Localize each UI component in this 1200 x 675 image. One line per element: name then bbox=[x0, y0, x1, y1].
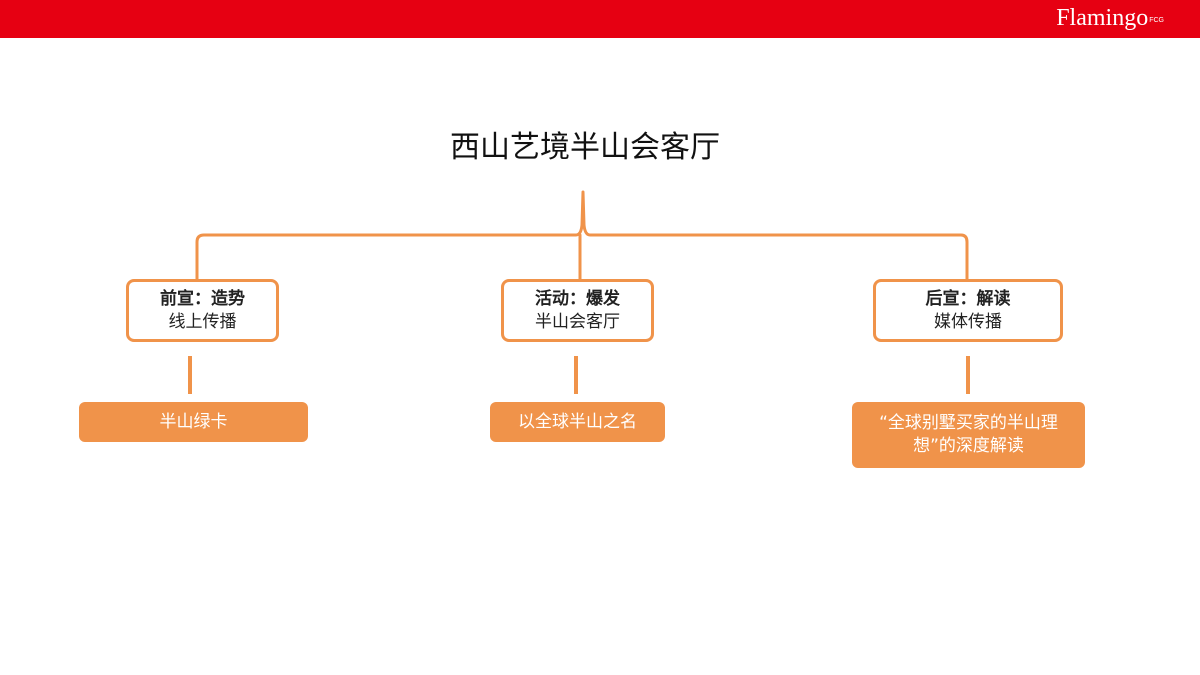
stage-box-pre-promotion: 前宣：造势 线上传播 bbox=[126, 279, 279, 342]
stage-phase-label: 活动：爆发 bbox=[535, 289, 620, 309]
result-box-pre-promotion: 半山绿卡 bbox=[79, 402, 308, 442]
stage-description: 媒体传播 bbox=[934, 312, 1002, 332]
result-box-event: 以全球半山之名 bbox=[490, 402, 665, 442]
result-label: 半山绿卡 bbox=[159, 411, 228, 432]
diagram-title: 西山艺境半山会客厅 bbox=[450, 130, 720, 165]
stage-description: 半山会客厅 bbox=[535, 312, 620, 332]
stage-description: 线上传播 bbox=[168, 312, 237, 332]
stage-phase-label: 前宣：造势 bbox=[160, 289, 245, 309]
result-box-post-promotion: “全球别墅买家的半山理想”的深度解读 bbox=[852, 402, 1085, 468]
brand-name: Flamingo bbox=[1056, 5, 1149, 31]
brace-connector bbox=[195, 190, 969, 281]
result-label: “全球别墅买家的半山理想”的深度解读 bbox=[879, 413, 1058, 456]
stage-phase-label: 后宣：解读 bbox=[925, 289, 1011, 309]
header-bar: FlamingoFCG bbox=[0, 0, 1200, 38]
result-label: 以全球半山之名 bbox=[518, 411, 637, 432]
flamingo-logo: FlamingoFCG bbox=[1056, 3, 1164, 33]
brand-superscript: FCG bbox=[1149, 17, 1164, 24]
stage-box-event: 活动：爆发 半山会客厅 bbox=[501, 279, 654, 342]
stage-box-post-promotion: 后宣：解读 媒体传播 bbox=[873, 279, 1063, 342]
